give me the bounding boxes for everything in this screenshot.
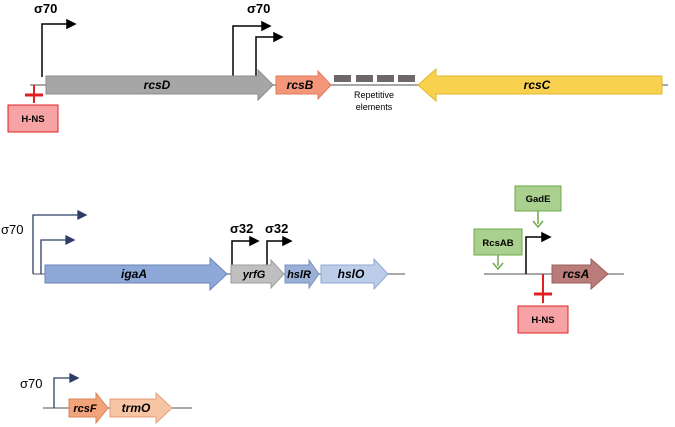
promoter-label: σ32 xyxy=(230,221,253,236)
promoter-label: σ70 xyxy=(34,1,57,16)
gene-arrow: rcsF xyxy=(68,391,109,425)
gene-label: rcsA xyxy=(563,267,590,281)
rcsf-operon: σ70 rcsF trmO xyxy=(20,372,192,425)
promoter-label: σ70 xyxy=(1,222,23,237)
promoter-label: σ70 xyxy=(20,376,42,391)
gene-arrow: rcsD xyxy=(45,68,274,102)
promoter-label: σ32 xyxy=(265,221,288,236)
activator-label: GadE xyxy=(526,194,551,205)
repeats-label: elements xyxy=(356,102,393,112)
gene-arrow: rcsA xyxy=(551,257,609,291)
gene-label: igaA xyxy=(121,267,147,281)
gene-arrow: yrfG xyxy=(230,258,285,290)
promoter-arrow-icon xyxy=(525,231,552,274)
igaa-operon: σ70 σ32 σ32 igaA yrfG hs xyxy=(1,209,405,292)
promoter-arrow-icon xyxy=(232,20,284,77)
gene-arrow: igaA xyxy=(44,256,228,292)
gene-arrow: hslR xyxy=(284,258,320,290)
gene-arrow: hslO xyxy=(320,257,389,291)
hns-repressor: H-NS xyxy=(7,85,59,133)
gade-activator: GadE xyxy=(514,185,562,229)
gene-label: hslO xyxy=(338,267,365,281)
repetitive-elements xyxy=(334,75,415,82)
promoter-label: σ70 xyxy=(247,1,270,16)
repressor-label: H-NS xyxy=(21,114,44,125)
gene-label: rcsB xyxy=(287,78,314,92)
repressor-label: H-NS xyxy=(531,315,554,326)
activator-label: RcsAB xyxy=(482,238,513,249)
gene-label: rcsC xyxy=(524,78,551,92)
promoter-arrow-icon xyxy=(41,18,77,77)
rcsdbc-operon: σ70 σ70 H-NS rcsD rcsB xyxy=(7,1,668,133)
gene-arrow: trmO xyxy=(109,391,173,425)
hns-repressor: H-NS xyxy=(517,274,569,334)
rcsa-locus: GadE RcsAB rcsA H-NS xyxy=(473,185,624,334)
gene-label: rcsD xyxy=(144,78,171,92)
rcsab-activator: RcsAB xyxy=(473,228,523,271)
gene-arrow: rcsB xyxy=(275,69,332,101)
gene-label: yrfG xyxy=(242,269,266,281)
gene-label: hslR xyxy=(287,269,311,281)
gene-label: trmO xyxy=(122,401,151,415)
repeats-label: Repetitive xyxy=(354,90,394,100)
promoter-arrow-icon xyxy=(53,372,80,408)
promoter-arrow-icon xyxy=(32,209,88,274)
promoter-arrow-icon xyxy=(231,235,260,268)
gene-arrow: rcsC xyxy=(417,67,663,103)
gene-label: rcsF xyxy=(73,403,97,415)
promoter-arrow-icon xyxy=(266,235,293,268)
